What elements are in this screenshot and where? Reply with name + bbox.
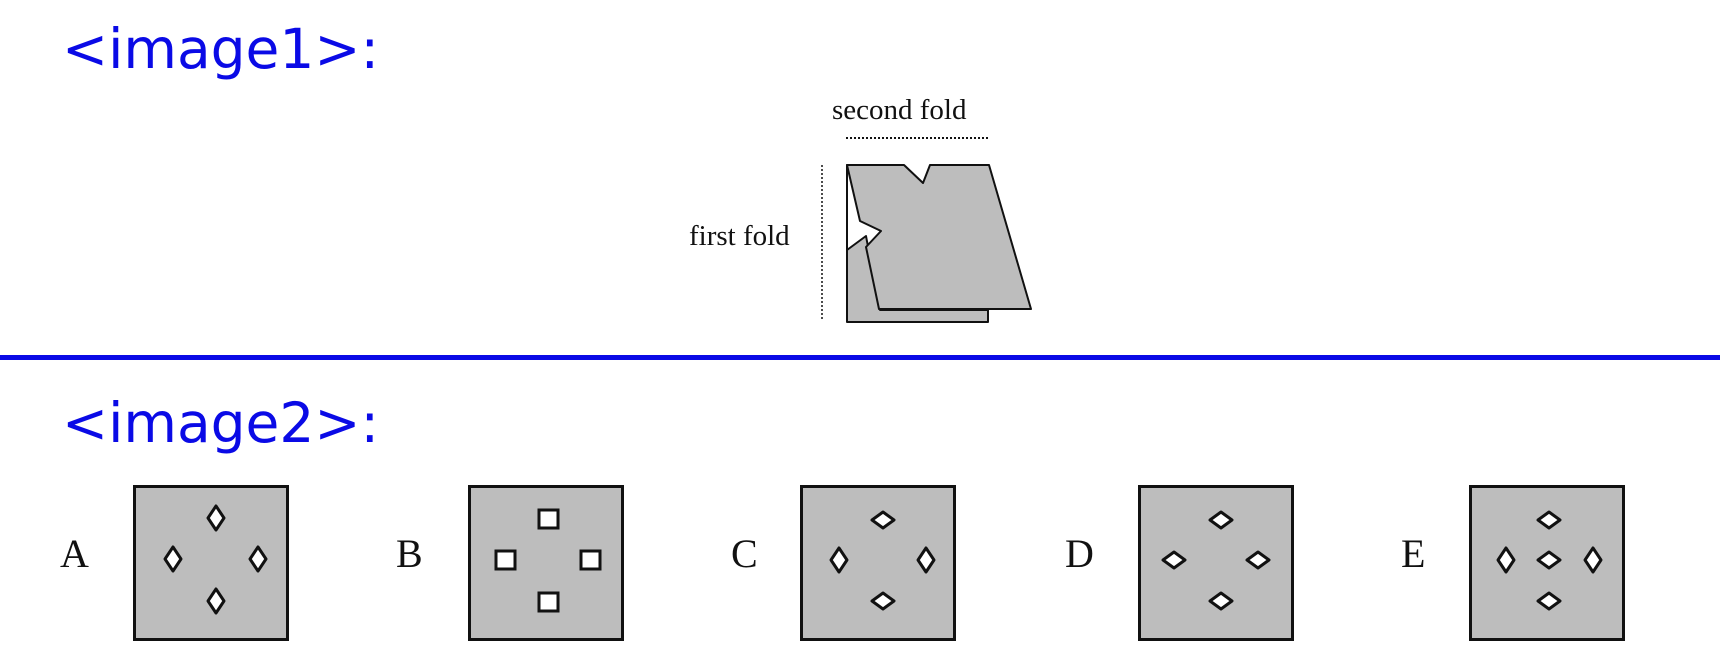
paper-front-layer [846, 164, 1032, 310]
diamond-horizontal-hole [1161, 550, 1187, 570]
square-hole [537, 591, 560, 613]
section-label-image1: <image1>: [62, 17, 380, 81]
diamond-vertical-hole [916, 546, 936, 574]
folded-paper-figure [821, 137, 1032, 323]
section-label-image2: <image2>: [62, 391, 380, 455]
diamond-horizontal-hole [870, 591, 896, 611]
diamond-vertical-hole [163, 545, 183, 573]
option-c-holes [829, 510, 936, 611]
diamond-horizontal-hole [1208, 591, 1234, 611]
square-hole [537, 508, 560, 530]
option-b-panel[interactable] [468, 485, 624, 641]
diamond-horizontal-hole [1536, 591, 1562, 611]
option-d-letter: D [1065, 531, 1094, 576]
diamond-vertical-hole [206, 587, 226, 615]
second-fold-label: second fold [832, 94, 967, 126]
option-c-letter: C [731, 531, 758, 576]
square-hole [579, 549, 602, 571]
option-a-holes [163, 504, 268, 615]
option-b-holes [494, 508, 602, 613]
square-hole [494, 549, 517, 571]
option-d-holes [1161, 510, 1271, 611]
option-b-letter: B [396, 531, 423, 576]
option-e-letter: E [1401, 531, 1426, 576]
section-divider [0, 355, 1720, 360]
diamond-vertical-hole [206, 504, 226, 532]
diamond-horizontal-hole [1245, 550, 1271, 570]
diamond-vertical-hole [1583, 546, 1603, 574]
diamond-vertical-hole [248, 545, 268, 573]
diamond-horizontal-hole [1536, 510, 1562, 530]
first-fold-label: first fold [689, 220, 790, 252]
option-d-panel[interactable] [1138, 485, 1294, 641]
option-c-panel[interactable] [800, 485, 956, 641]
diamond-vertical-hole [829, 546, 849, 574]
diamond-vertical-hole [1496, 546, 1516, 574]
option-e-holes [1496, 510, 1603, 611]
option-a-panel[interactable] [133, 485, 289, 641]
diamond-horizontal-hole [1536, 550, 1562, 570]
diamond-horizontal-hole [1208, 510, 1234, 530]
option-e-panel[interactable] [1469, 485, 1625, 641]
diamond-horizontal-hole [870, 510, 896, 530]
option-a-letter: A [60, 531, 89, 576]
